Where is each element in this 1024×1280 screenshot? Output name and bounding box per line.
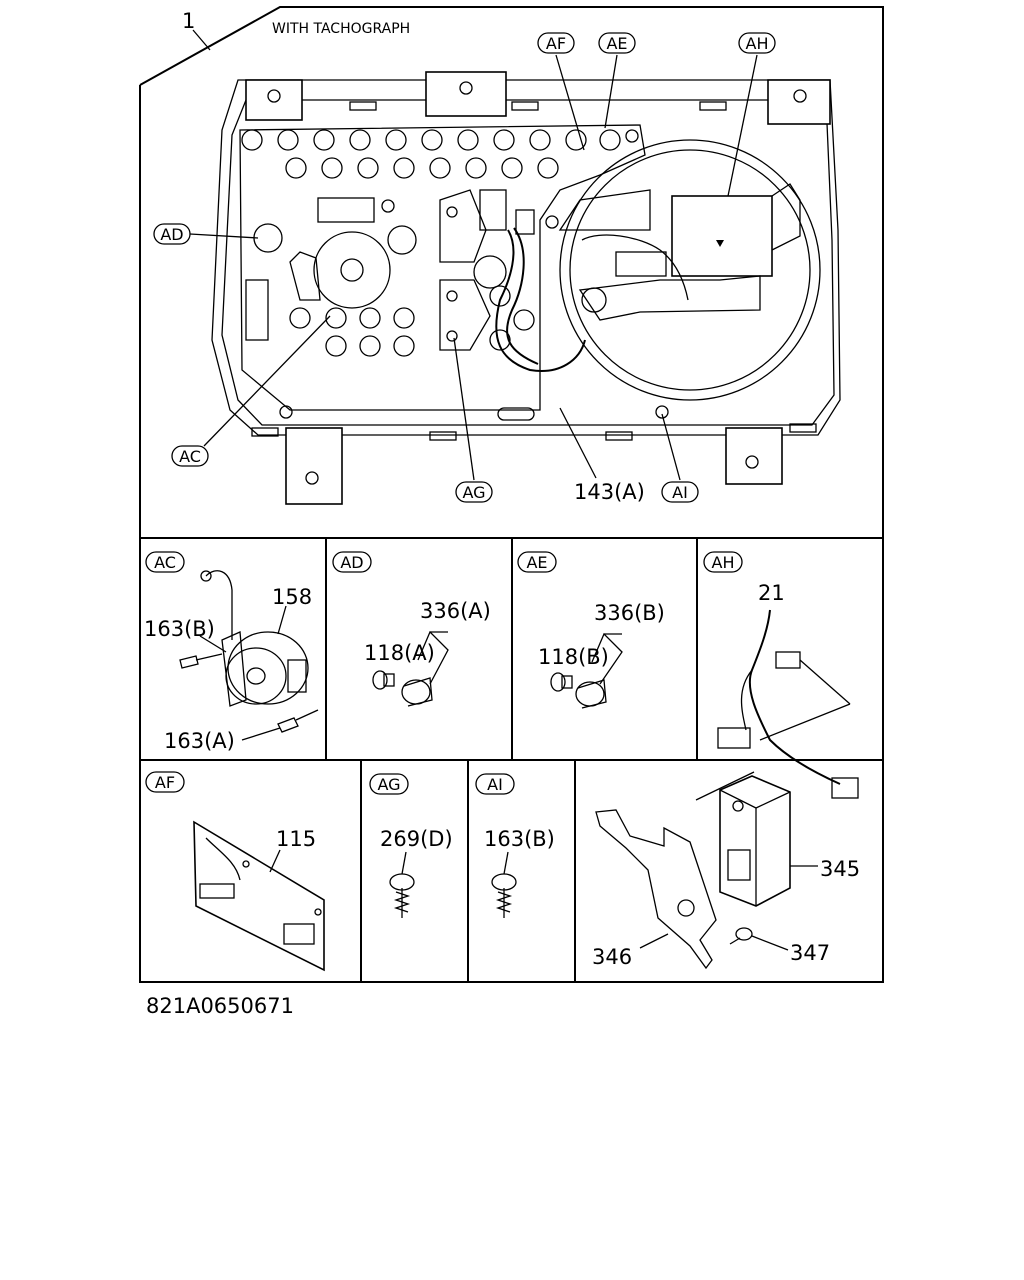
part-163b: 163(B) [144,617,215,641]
detail-ac: AC 158 163(B) 163(A) [144,551,319,753]
svg-text:AE: AE [606,34,627,53]
bubble-ae: AE [517,551,557,573]
callout-ac: AC [171,445,209,467]
part-21: 21 [758,581,785,605]
part-115: 115 [276,827,316,851]
svg-text:AD: AD [340,553,363,572]
svg-text:AG: AG [377,775,400,794]
part-336b: 336(B) [594,601,665,625]
diagram-frame [139,6,884,983]
part-345: 345 [820,857,860,881]
part-336a: 336(A) [420,599,491,623]
svg-text:AC: AC [154,553,176,572]
part-label-143a: 143(A) [574,480,645,504]
callout-ad: AD [153,223,191,245]
detail-ae: AE 336(B) 118(B) [517,551,665,709]
svg-text:AF: AF [546,34,566,53]
detail-ag: AG 269(D) [369,773,453,918]
part-269d: 269(D) [380,827,453,851]
svg-text:AI: AI [672,483,688,502]
bubble-ac: AC [145,551,185,573]
detail-ai: AI 163(B) [475,773,555,918]
part-347: 347 [790,941,830,965]
instrument-cluster-drawing [211,71,841,505]
svg-text:AE: AE [526,553,547,572]
bubble-ad: AD [332,551,372,573]
callout-ae: AE [598,32,636,54]
part-346: 346 [592,945,632,969]
svg-text:AC: AC [179,447,201,466]
callout-af: AF [537,32,575,54]
assembly-number: 1 [182,9,195,33]
bubble-ah: AH [703,551,743,573]
svg-text:AI: AI [487,775,503,794]
detail-ah: AH 21 345 346 347 [592,551,860,970]
bulb-socket-rows [241,129,621,357]
part-118a: 118(A) [364,641,435,665]
callout-ai: AI [661,481,699,503]
callout-ah: AH [738,32,776,54]
callout-ag: AG [455,481,493,503]
assembly-title: WITH TACHOGRAPH [272,21,410,37]
svg-text:AH: AH [712,553,735,572]
bubble-ai: AI [475,773,515,795]
svg-text:AH: AH [746,34,769,53]
part-163b-ai: 163(B) [484,827,555,851]
bubble-af: AF [145,771,185,793]
svg-text:AD: AD [160,225,183,244]
detail-ad: AD 336(A) 118(A) [332,551,491,707]
main-leader-lines [189,54,758,481]
svg-text:AF: AF [155,773,175,792]
part-163a: 163(A) [164,729,235,753]
detail-af: AF 115 [145,771,325,972]
svg-text:AG: AG [462,483,485,502]
part-158: 158 [272,585,312,609]
figure-code: 821A0650671 [146,994,294,1018]
bubble-ag: AG [369,773,409,795]
